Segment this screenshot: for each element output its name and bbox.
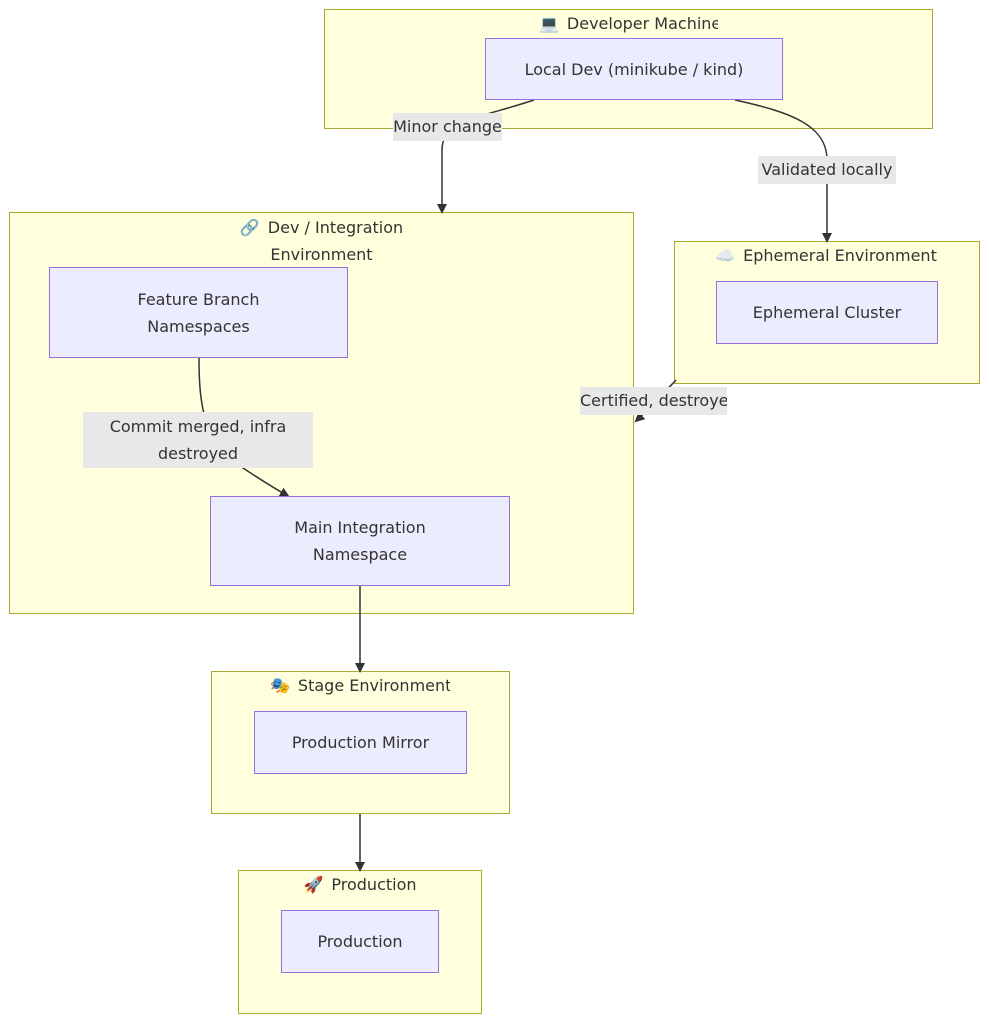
edge-label-validated-locally: Validated locally [758, 156, 896, 184]
cluster-title-dev-integration: 🔗 Dev / Integration Environment [210, 214, 433, 268]
theater-masks-icon: 🎭 [270, 676, 290, 695]
edge-label-certified-destroyed: Certified, destroyed [580, 387, 727, 415]
node-label-local-dev: Local Dev (minikube / kind) [524, 59, 744, 79]
cluster-label-ephemeral: Ephemeral Environment [743, 246, 937, 265]
cluster-developer-machine: 💻 Developer Machine [324, 9, 933, 129]
cluster-title-developer-machine: 💻 Developer Machine [539, 10, 718, 37]
cluster-label-production: Production [331, 875, 417, 894]
rocket-icon: 🚀 [303, 875, 324, 894]
cluster-title-stage: 🎭 Stage Environment [270, 672, 450, 699]
edge-label-commit-merged: Commit merged, infra destroyed [83, 412, 313, 468]
node-label-main-integration: Main Integration Namespace [294, 518, 426, 564]
node-local-dev[interactable]: Local Dev (minikube / kind) [485, 38, 783, 100]
node-production[interactable]: Production [281, 910, 439, 973]
node-feature-branch[interactable]: Feature Branch Namespaces [49, 267, 348, 358]
node-main-integration[interactable]: Main Integration Namespace [210, 496, 510, 586]
cluster-label-stage: Stage Environment [297, 676, 450, 695]
node-label-ephemeral-cluster: Ephemeral Cluster [752, 303, 902, 322]
edge-label-minor-change: Minor change [393, 113, 502, 141]
node-label-feature-branch: Feature Branch Namespaces [137, 289, 260, 336]
cluster-label-developer-machine: Developer Machine [566, 14, 718, 33]
link-icon: 🔗 [239, 218, 260, 237]
cluster-title-production: 🚀 Production [303, 871, 417, 898]
cluster-title-ephemeral: ☁️ Ephemeral Environment [715, 242, 937, 269]
laptop-icon: 💻 [539, 14, 559, 33]
node-label-production: Production [317, 932, 403, 951]
node-ephemeral-cluster[interactable]: Ephemeral Cluster [716, 281, 938, 344]
node-production-mirror[interactable]: Production Mirror [254, 711, 467, 774]
node-label-production-mirror: Production Mirror [291, 733, 430, 752]
cluster-label-dev-integration: Dev / Integration Environment [267, 218, 404, 264]
cloud-icon: ☁️ [715, 246, 736, 265]
